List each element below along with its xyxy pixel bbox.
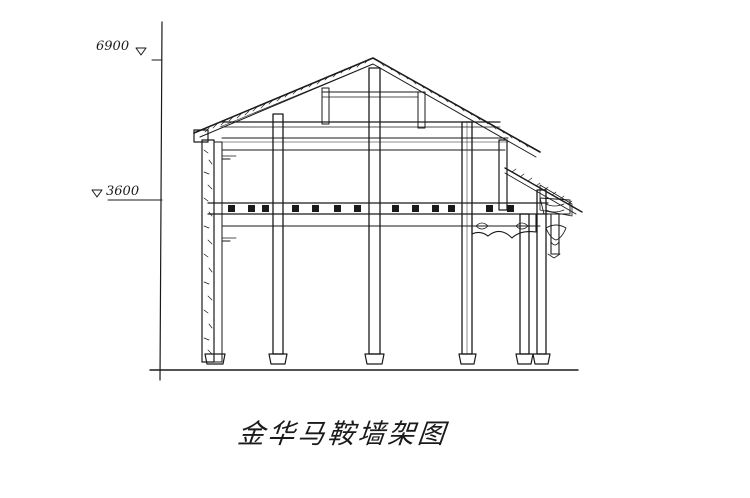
post-hanging (550, 213, 560, 255)
post-6 (519, 213, 530, 355)
elevation-marker-top: 6900 (96, 39, 147, 56)
post-bases (204, 353, 551, 365)
elevation-label-mid: 3600 (106, 184, 139, 199)
post-5 (498, 139, 508, 211)
joist-ends (228, 205, 514, 212)
left-wall (201, 139, 223, 363)
post-front (536, 189, 547, 355)
main-roof (193, 57, 541, 158)
wall-pegs (221, 158, 231, 242)
carved-bracket (471, 197, 571, 259)
elevation-marker-mid: 3600 (91, 184, 139, 199)
post-ridge (368, 67, 381, 355)
elevation-label-top: 6900 (96, 39, 129, 54)
upper-beams (221, 87, 509, 239)
elevation-axis (107, 21, 579, 381)
floor-beam (207, 202, 549, 227)
drawing-caption: 金华马鞍墙架图 (236, 419, 450, 450)
